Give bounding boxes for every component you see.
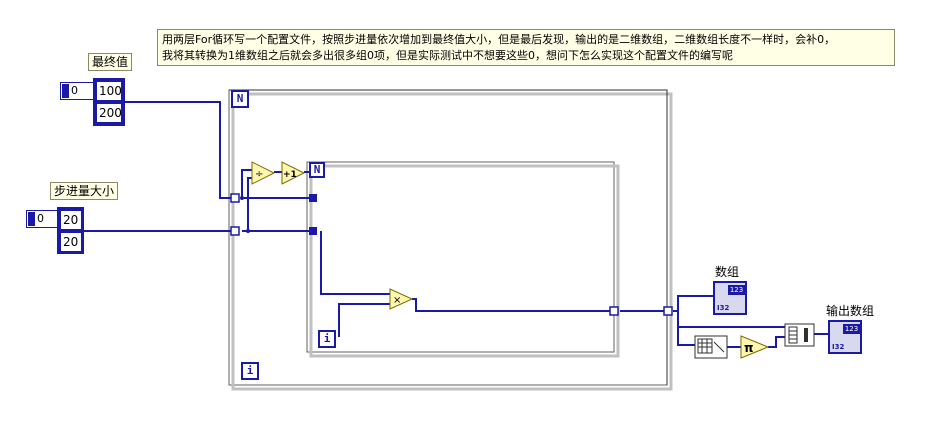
tunnel-step-size[interactable] [230, 226, 240, 236]
outer-loop-iteration-terminal[interactable]: i [241, 362, 259, 380]
output-array-type: 123 [843, 324, 860, 334]
multiply-node[interactable]: × [389, 288, 414, 310]
final-value-element-1[interactable]: 200 [95, 102, 123, 124]
multiply-symbol: × [393, 295, 401, 306]
reshape-array-node[interactable] [694, 335, 728, 359]
array-indicator-type: 123 [728, 285, 745, 295]
junction-dot [246, 229, 250, 233]
output-array-label: 输出数组 [826, 304, 875, 318]
inner-tunnel-final[interactable] [309, 194, 317, 202]
step-size-label: 步进量大小 [50, 182, 119, 200]
inner-loop-iteration-terminal[interactable]: i [318, 330, 336, 348]
note-line-1: 用两层For循环写一个配置文件，按照步进量依次增加到最终值大小，但是最后发现，输… [162, 33, 836, 46]
step-size-element-0[interactable]: 20 [59, 209, 83, 231]
step-size-index-value: 0 [37, 212, 44, 225]
question-note: 用两层For循环写一个配置文件，按照步进量依次增加到最终值大小，但是最后发现，输… [157, 29, 895, 66]
increment-node[interactable]: +1 [281, 161, 306, 185]
wires [83, 101, 828, 348]
increment-symbol: +1 [283, 170, 297, 180]
final-value-index[interactable]: 0 [60, 82, 94, 100]
divide-symbol: ÷ [255, 169, 263, 180]
inner-loop-count-terminal[interactable]: N [309, 162, 325, 178]
outer-loop-count-terminal[interactable]: N [231, 90, 249, 108]
tunnel-final-value[interactable] [230, 193, 240, 203]
step-size-element-1[interactable]: 20 [59, 231, 83, 253]
array-indicator-label: 数组 [715, 265, 740, 279]
junction-dot [240, 196, 244, 200]
final-value-label: 最终值 [88, 53, 133, 71]
array-size-node[interactable]: π [740, 335, 770, 359]
note-line-2: 我将其转换为1维数组之后就会多出很多组0项，但是实际测试中不想要这些0，想问下怎… [162, 49, 733, 62]
index-spinner-icon[interactable] [28, 212, 35, 226]
array-indicator-dtype: I32 [717, 304, 730, 312]
divide-node[interactable]: ÷ [251, 161, 276, 185]
array-size-symbol: π [744, 341, 754, 355]
step-size-index[interactable]: 0 [26, 210, 60, 228]
final-value-index-value: 0 [71, 84, 78, 97]
output-array-dtype: I32 [832, 343, 845, 351]
outer-output-tunnel[interactable] [663, 306, 673, 316]
final-value-element-0[interactable]: 100 [95, 80, 123, 102]
inner-for-loop[interactable] [306, 161, 620, 358]
output-array-indicator[interactable]: 123 I32 [828, 320, 862, 354]
inner-output-tunnel[interactable] [609, 306, 619, 316]
delete-from-array-node[interactable] [784, 323, 815, 347]
inner-tunnel-step[interactable] [309, 227, 317, 235]
array-indicator[interactable]: 123 I32 [713, 281, 747, 315]
outer-for-loop[interactable] [228, 89, 673, 391]
index-spinner-icon[interactable] [62, 84, 69, 98]
